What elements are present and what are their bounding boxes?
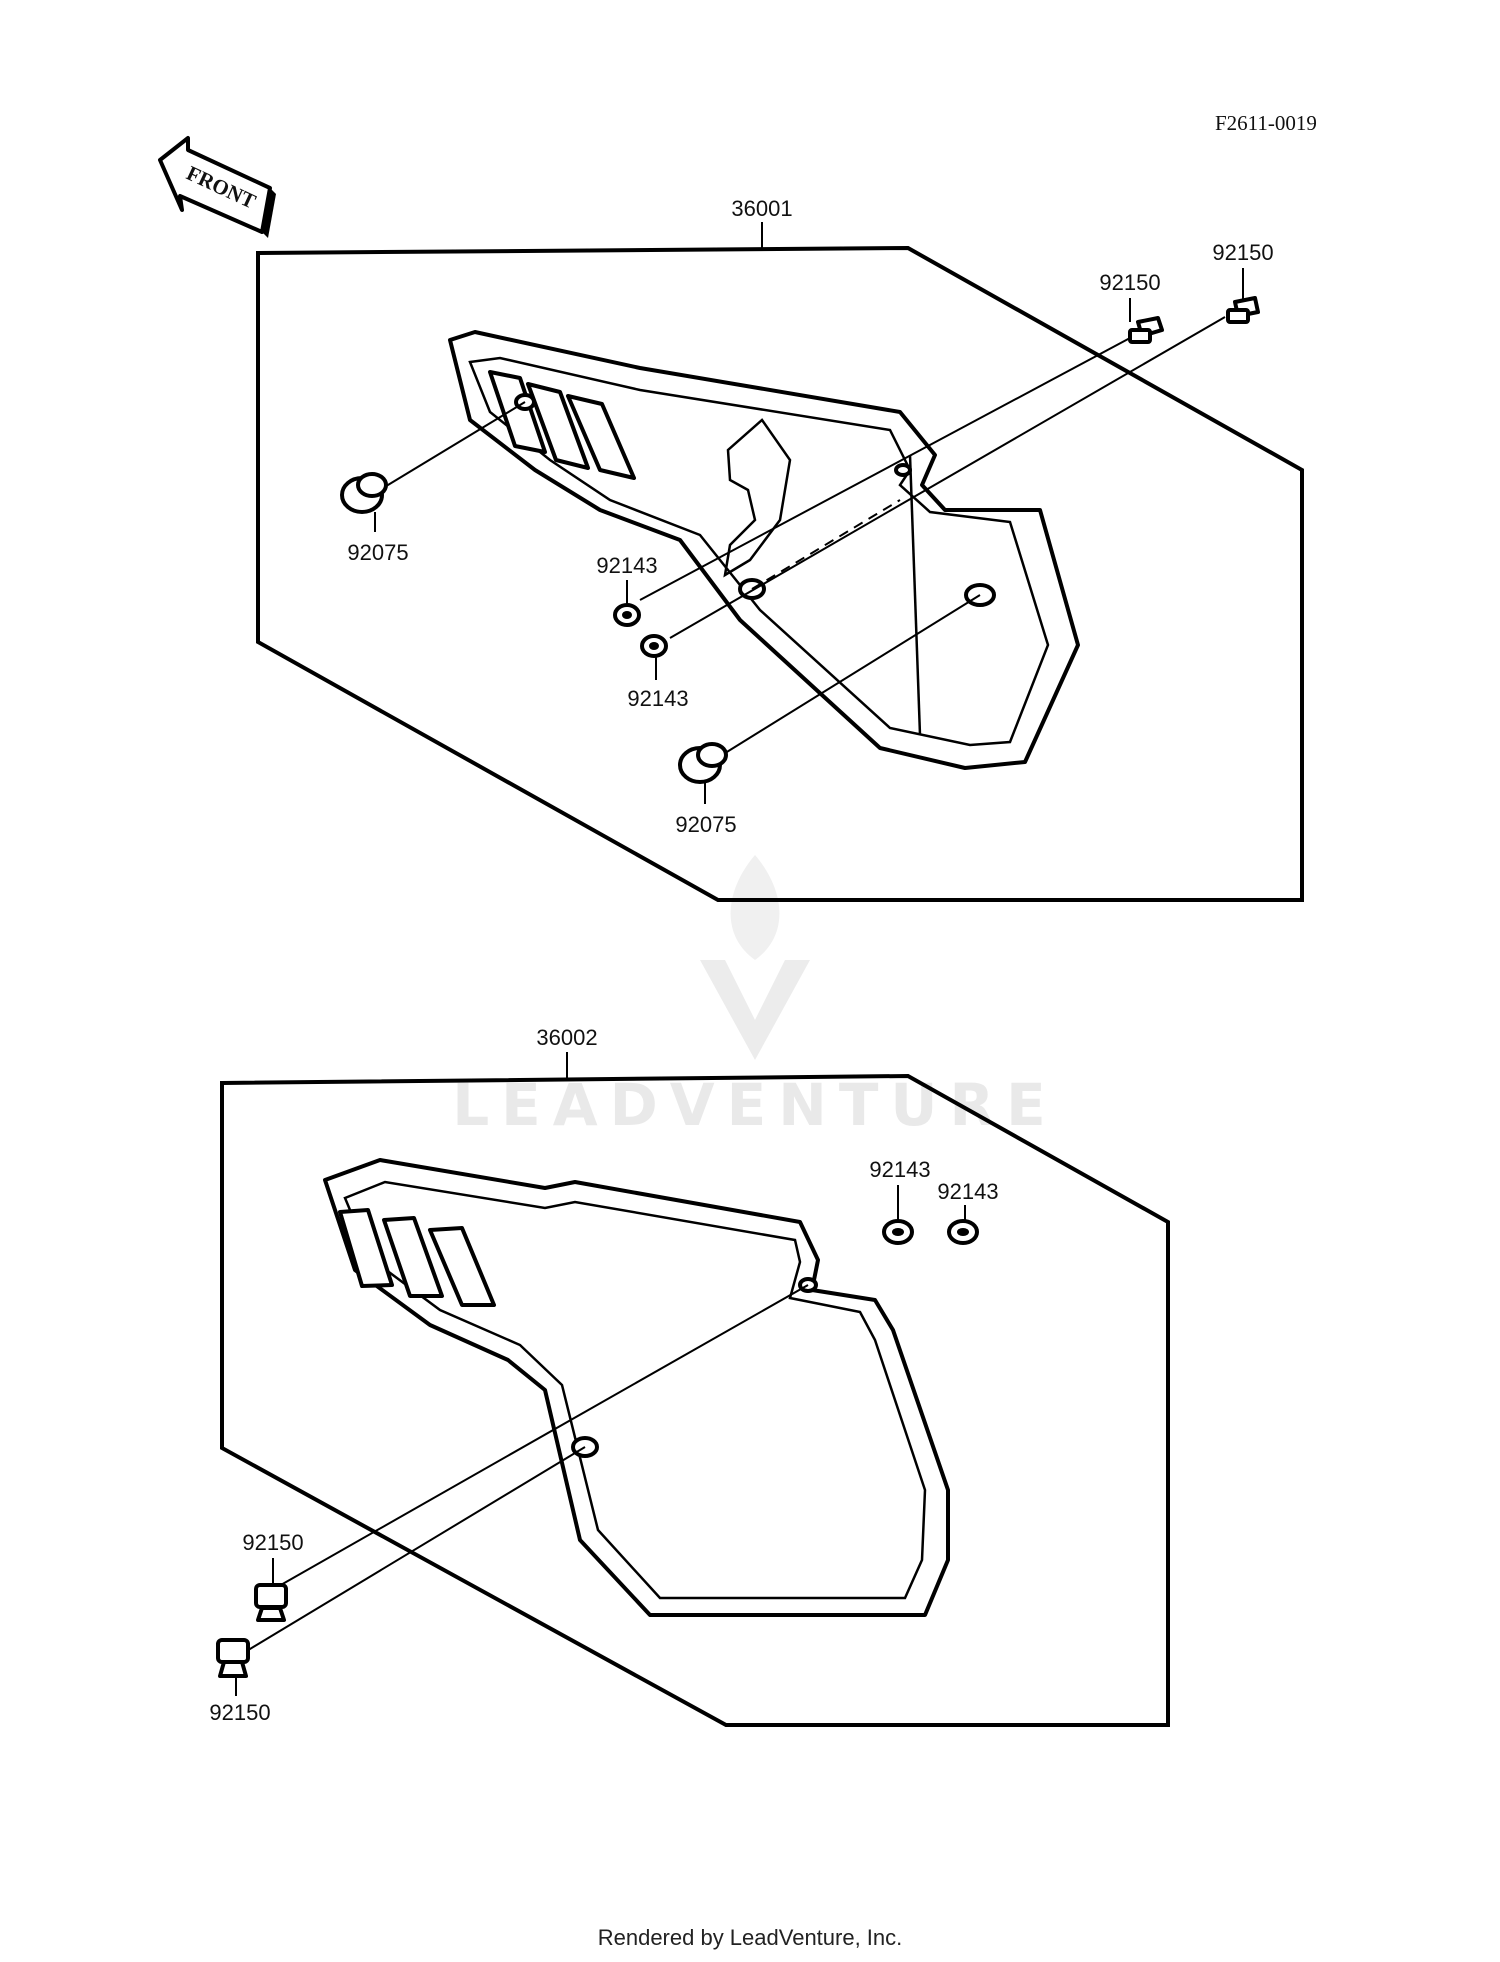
watermark-text: LEADVENTURE — [452, 1071, 1058, 1139]
leader-line — [669, 316, 1226, 639]
callout-92150: 92150 — [1212, 240, 1273, 265]
callout-92150: 92150 — [1099, 270, 1160, 295]
bolt-icon — [254, 1583, 288, 1622]
mount-hole — [894, 463, 912, 477]
cover-vent — [566, 394, 636, 480]
callout-92143: 92143 — [596, 553, 657, 578]
footer-credit: Rendered by LeadVenture, Inc. — [598, 1925, 903, 1950]
nut-icon — [882, 1219, 914, 1245]
bolt-icon — [1226, 296, 1260, 324]
bolt-icon — [216, 1638, 250, 1678]
group-36002: 36002 92143 92143 — [209, 1025, 1170, 1727]
callout-92075: 92075 — [675, 812, 736, 837]
callout-92150: 92150 — [242, 1530, 303, 1555]
nut-icon — [613, 603, 641, 627]
cover-inner-edge — [343, 1180, 927, 1600]
cover-vent — [382, 1216, 444, 1298]
watermark: LEADVENTURE — [452, 855, 1058, 1139]
callout-92143: 92143 — [937, 1179, 998, 1204]
callout-92075: 92075 — [347, 540, 408, 565]
leader-line — [271, 1284, 809, 1591]
leader-line — [244, 1446, 586, 1653]
leader-line — [639, 337, 1131, 601]
grommet-icon — [678, 742, 728, 784]
grommet-icon — [340, 472, 388, 514]
part-number-36002: 36002 — [536, 1025, 597, 1050]
dashed-guide — [751, 499, 901, 590]
cover-vent — [428, 1226, 496, 1307]
diagram-code: F2611-0019 — [1215, 111, 1317, 135]
group-36001: 36001 — [256, 196, 1304, 902]
bolt-icon — [1128, 316, 1164, 344]
leader-line — [382, 401, 526, 489]
nut-icon — [947, 1219, 979, 1245]
part-number-36001: 36001 — [731, 196, 792, 221]
callout-92150: 92150 — [209, 1700, 270, 1725]
nut-icon — [640, 634, 668, 658]
leader-line — [721, 594, 981, 756]
cover-inner-edge — [468, 356, 1050, 747]
callout-92143: 92143 — [869, 1157, 930, 1182]
callout-92143: 92143 — [627, 686, 688, 711]
cover-rib — [908, 454, 922, 736]
cover-vent — [488, 370, 547, 454]
front-arrow-icon: FRONT — [158, 136, 276, 238]
cover-cutout — [723, 418, 792, 578]
group-frame — [220, 1073, 1170, 1727]
cover-vent — [338, 1208, 394, 1288]
group-frame — [256, 245, 1304, 902]
cover-vent — [526, 382, 590, 470]
